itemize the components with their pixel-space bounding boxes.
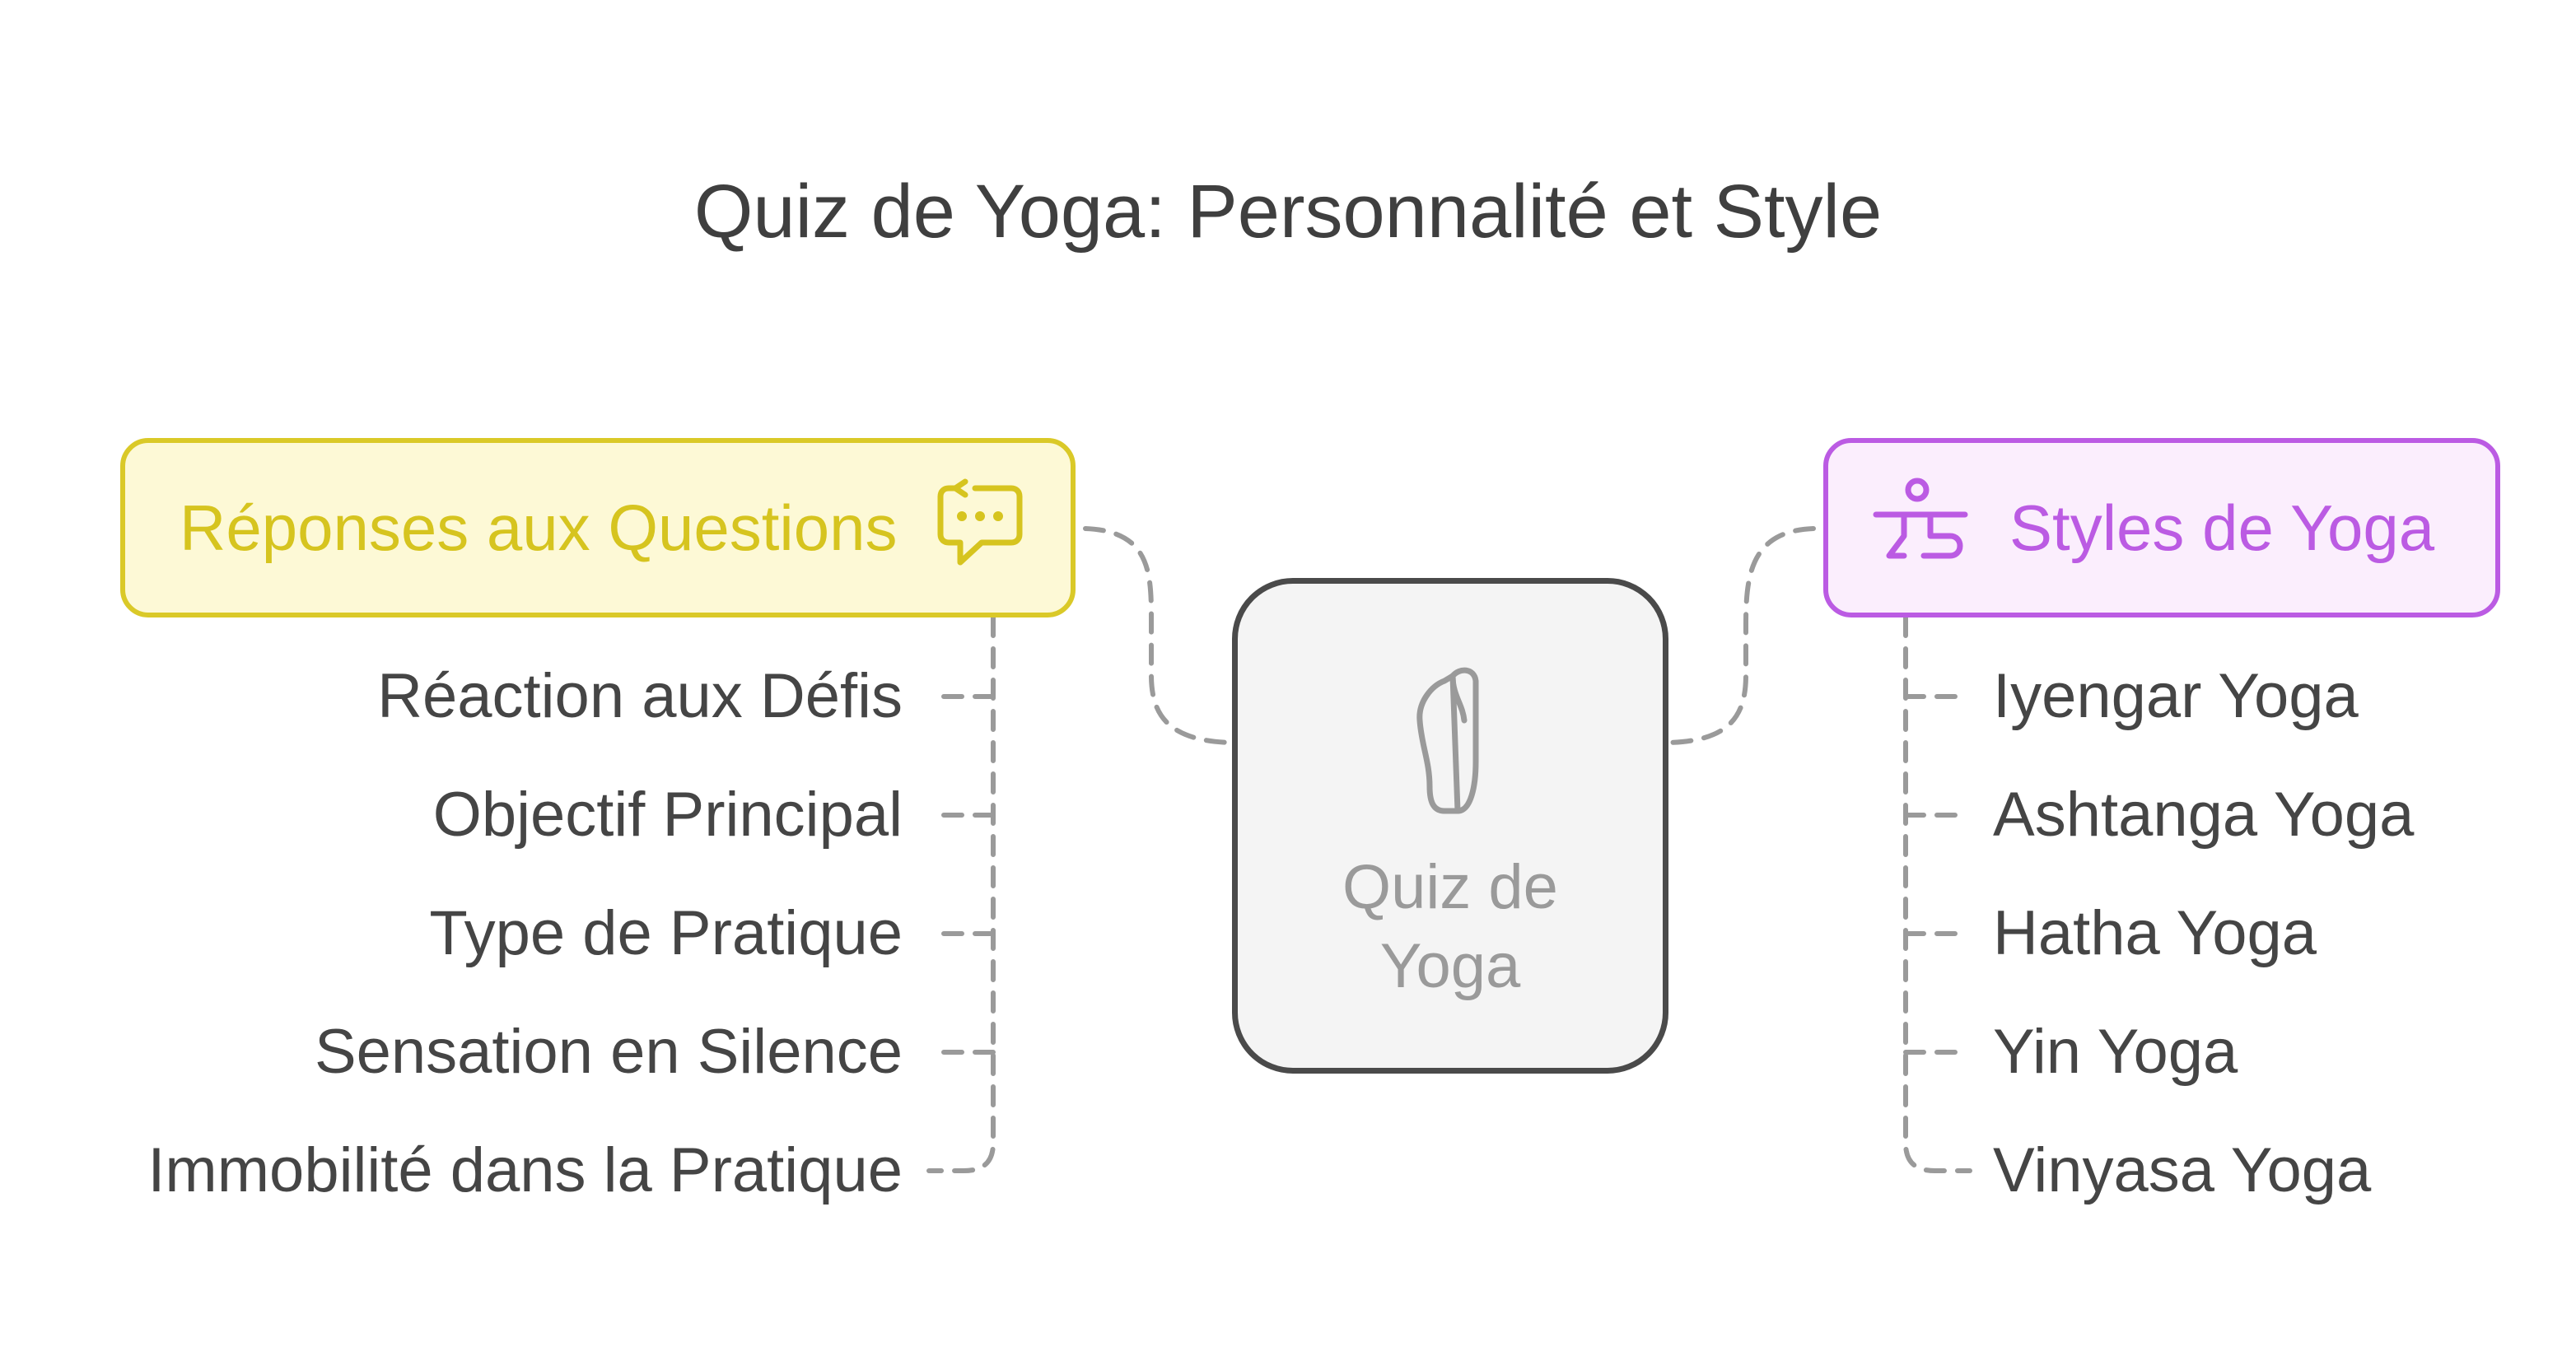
style-item-2: Ashtanga Yoga bbox=[1993, 780, 2415, 850]
center-node: Quiz de Yoga bbox=[1232, 578, 1668, 1074]
category-styles-label: Styles de Yoga bbox=[2009, 491, 2435, 564]
connector-right-to-center bbox=[1666, 526, 1816, 745]
question-item-1: Réaction aux Défis bbox=[377, 661, 903, 731]
question-item-5: Immobilité dans la Pratique bbox=[147, 1135, 903, 1205]
question-item-3: Type de Pratique bbox=[429, 898, 903, 968]
diagram-title: Quiz de Yoga: Personnalité et Style bbox=[693, 170, 1883, 254]
connector-left-spine bbox=[926, 615, 996, 1173]
center-label: Quiz de Yoga bbox=[1342, 852, 1558, 1001]
category-styles-box: Styles de Yoga bbox=[1823, 438, 2500, 617]
style-item-4: Yin Yoga bbox=[1993, 1017, 2238, 1087]
style-item-5: Vinyasa Yoga bbox=[1993, 1135, 2372, 1205]
category-reponses-label: Réponses aux Questions bbox=[180, 491, 898, 564]
category-reponses-box: Réponses aux Questions bbox=[120, 438, 1076, 617]
connector-left-to-center bbox=[1083, 526, 1234, 745]
style-item-1: Iyengar Yoga bbox=[1993, 661, 2359, 731]
question-item-4: Sensation en Silence bbox=[314, 1017, 903, 1087]
style-item-3: Hatha Yoga bbox=[1993, 898, 2317, 968]
connector-right-spine bbox=[1903, 615, 1972, 1173]
chat-bubble-icon bbox=[932, 478, 1028, 578]
question-item-2: Objectif Principal bbox=[432, 780, 903, 850]
yoga-pose-icon bbox=[1871, 477, 1970, 580]
yoga-hand-icon bbox=[1413, 663, 1487, 823]
